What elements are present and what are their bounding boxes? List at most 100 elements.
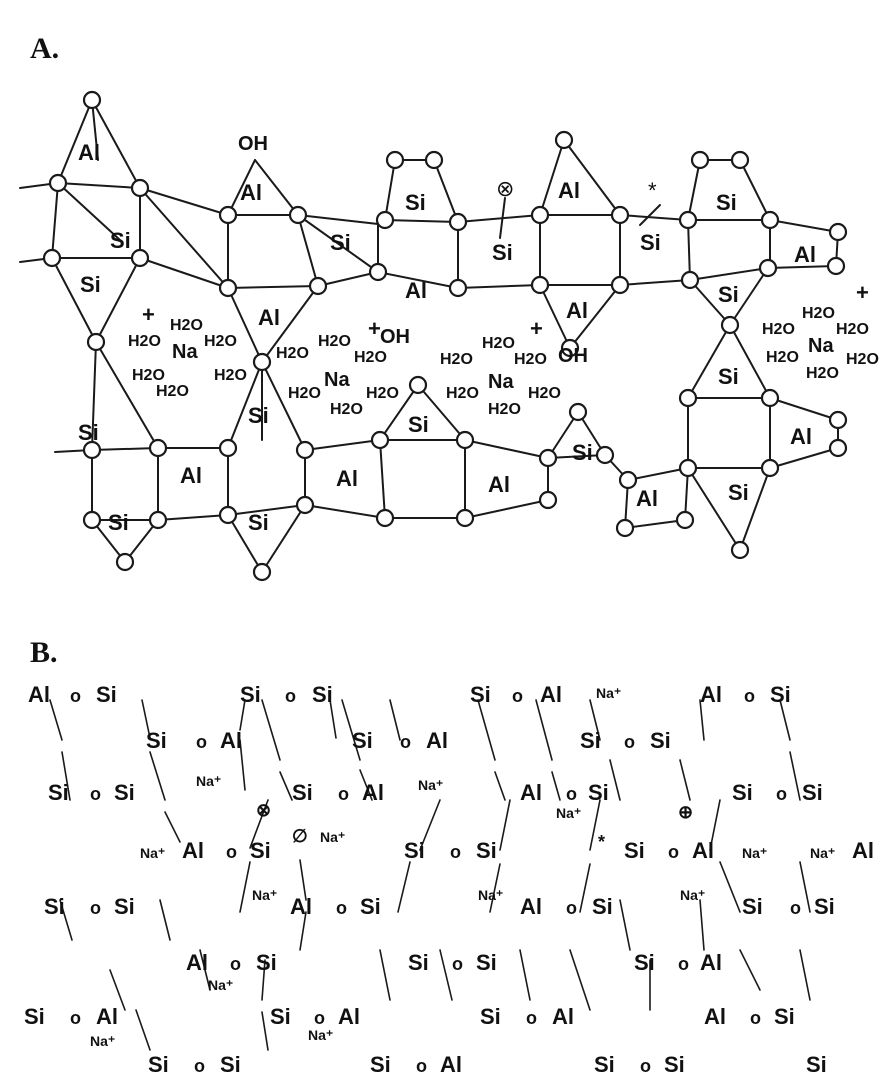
b-o-label: o	[668, 842, 679, 862]
b-al-label: Al	[852, 838, 874, 863]
a-h2o-10: H2O	[288, 385, 321, 402]
a-al-3: Al	[258, 305, 280, 330]
b-si-label: Si	[806, 1052, 827, 1077]
b-al-label: Al	[290, 894, 312, 919]
b-si-label: Si	[580, 728, 601, 753]
a-si-4: Si	[405, 190, 426, 215]
a-si-1: Si	[110, 228, 131, 253]
a-h2o-6: H2O	[156, 383, 189, 400]
b-al-label: Al	[700, 682, 722, 707]
b-si-label: Si	[44, 894, 65, 919]
a-si-6: Si	[640, 230, 661, 255]
b-si-label: Si	[814, 894, 835, 919]
b-si-label: Si	[732, 780, 753, 805]
b-si-label: Si	[634, 950, 655, 975]
b-al-label: Al	[186, 950, 208, 975]
a-h2o-22: H2O	[766, 349, 799, 366]
a-marker-asterisk: *	[648, 178, 657, 203]
b-o-label: o	[624, 732, 635, 752]
a-si-3: Si	[330, 230, 351, 255]
b-o-label: o	[776, 784, 787, 804]
b-plus-marker: ⊕	[678, 802, 693, 822]
b-si-label: Si	[370, 1052, 391, 1077]
b-o-label: o	[744, 686, 755, 706]
a-al-5: Al	[558, 178, 580, 203]
a-h2o-16: H2O	[446, 385, 479, 402]
a-na-4: Na	[808, 335, 834, 357]
b-si-label: Si	[476, 950, 497, 975]
a-si-15: Si	[408, 412, 429, 437]
b-si-label: Si	[292, 780, 313, 805]
a-h2o-14: H2O	[482, 335, 515, 352]
a-h2o-21: H2O	[836, 321, 869, 338]
b-si-label: Si	[352, 728, 373, 753]
a-h2o-20: H2O	[802, 305, 835, 322]
b-si-label: Si	[114, 780, 135, 805]
b-si-label: Si	[270, 1004, 291, 1029]
panel-a-bonds	[19, 99, 839, 573]
b-si-label: Si	[588, 780, 609, 805]
b-o-label: o	[90, 898, 101, 918]
b-al-label: Al	[692, 838, 714, 863]
b-na-ion: Na⁺	[208, 977, 233, 993]
a-si-9: Si	[718, 364, 739, 389]
b-si-label: Si	[408, 950, 429, 975]
a-plus-4: +	[856, 280, 869, 305]
a-marker-otimes: ⊗	[496, 176, 514, 201]
b-si-label: Si	[148, 1052, 169, 1077]
b-o-label: o	[450, 842, 461, 862]
b-o-label: o	[512, 686, 523, 706]
a-na-3: Na	[488, 371, 514, 393]
b-na-ion: Na⁺	[418, 777, 443, 793]
b-si-label: Si	[802, 780, 823, 805]
b-o-label: o	[194, 1056, 205, 1076]
b-o-label: o	[566, 784, 577, 804]
a-oh-2: OH	[380, 326, 410, 348]
b-o-label: o	[400, 732, 411, 752]
b-si-label: Si	[250, 838, 271, 863]
a-h2o-24: H2O	[846, 351, 879, 368]
a-h2o-17: H2O	[488, 401, 521, 418]
a-si-10: Si	[728, 480, 749, 505]
a-plus-1: +	[142, 302, 155, 327]
a-h2o-15: H2O	[514, 351, 547, 368]
a-al-7: Al	[794, 242, 816, 267]
b-o-label: o	[70, 1008, 81, 1028]
a-si-5: Si	[492, 240, 513, 265]
b-al-label: Al	[362, 780, 384, 805]
panel-a-label: A.	[30, 32, 59, 65]
b-o-label: o	[336, 898, 347, 918]
b-o-label: o	[285, 686, 296, 706]
a-al-9: Al	[180, 463, 202, 488]
a-na-2: Na	[324, 369, 350, 391]
b-si-label: Si	[146, 728, 167, 753]
panel-b-label: B.	[30, 636, 58, 669]
b-na-ion: Na⁺	[556, 805, 581, 821]
a-al-1: Al	[78, 140, 100, 165]
b-si-label: Si	[24, 1004, 45, 1029]
a-h2o-9: H2O	[354, 349, 387, 366]
panel-a-oxygen-nodes	[42, 90, 848, 582]
b-o-label: o	[70, 686, 81, 706]
a-si-11: Si	[78, 420, 99, 445]
b-si-label: Si	[220, 1052, 241, 1077]
a-al-4: Al	[405, 278, 427, 303]
b-asterisk-marker: *	[598, 832, 605, 852]
b-si-label: Si	[240, 682, 261, 707]
b-al-label: Al	[96, 1004, 118, 1029]
b-o-label: o	[526, 1008, 537, 1028]
b-o-label: o	[314, 1008, 325, 1028]
b-si-label: Si	[742, 894, 763, 919]
b-si-label: Si	[770, 682, 791, 707]
b-si-label: Si	[404, 838, 425, 863]
a-si-14: Si	[248, 510, 269, 535]
b-al-label: Al	[552, 1004, 574, 1029]
b-al-label: Al	[28, 682, 50, 707]
a-al-10: Al	[336, 466, 358, 491]
a-al-12: Al	[636, 486, 658, 511]
b-si-label: Si	[312, 682, 333, 707]
b-na-ion: Na⁺	[810, 845, 835, 861]
